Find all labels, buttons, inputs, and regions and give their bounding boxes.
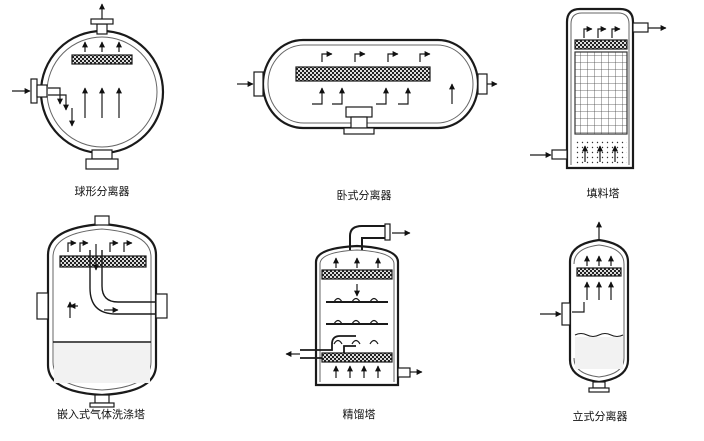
horizontal-separator [237,38,498,135]
packed-tower [530,7,667,170]
caption-distillation-tower: 精馏塔 [343,407,376,421]
caption-spherical-separator: 球形分离器 [75,184,130,198]
caption-packed-tower: 填料塔 [587,186,620,200]
caption-vertical-separator: 立式分离器 [573,409,628,423]
caption-embedded-scrubber: 嵌入式气体洗涤塔 [57,407,145,421]
spherical-separator [12,3,165,170]
distillation-tower [285,223,423,387]
embedded-scrubber [36,215,168,408]
caption-horizontal-separator: 卧式分离器 [337,188,392,202]
vertical-separator [540,221,630,393]
